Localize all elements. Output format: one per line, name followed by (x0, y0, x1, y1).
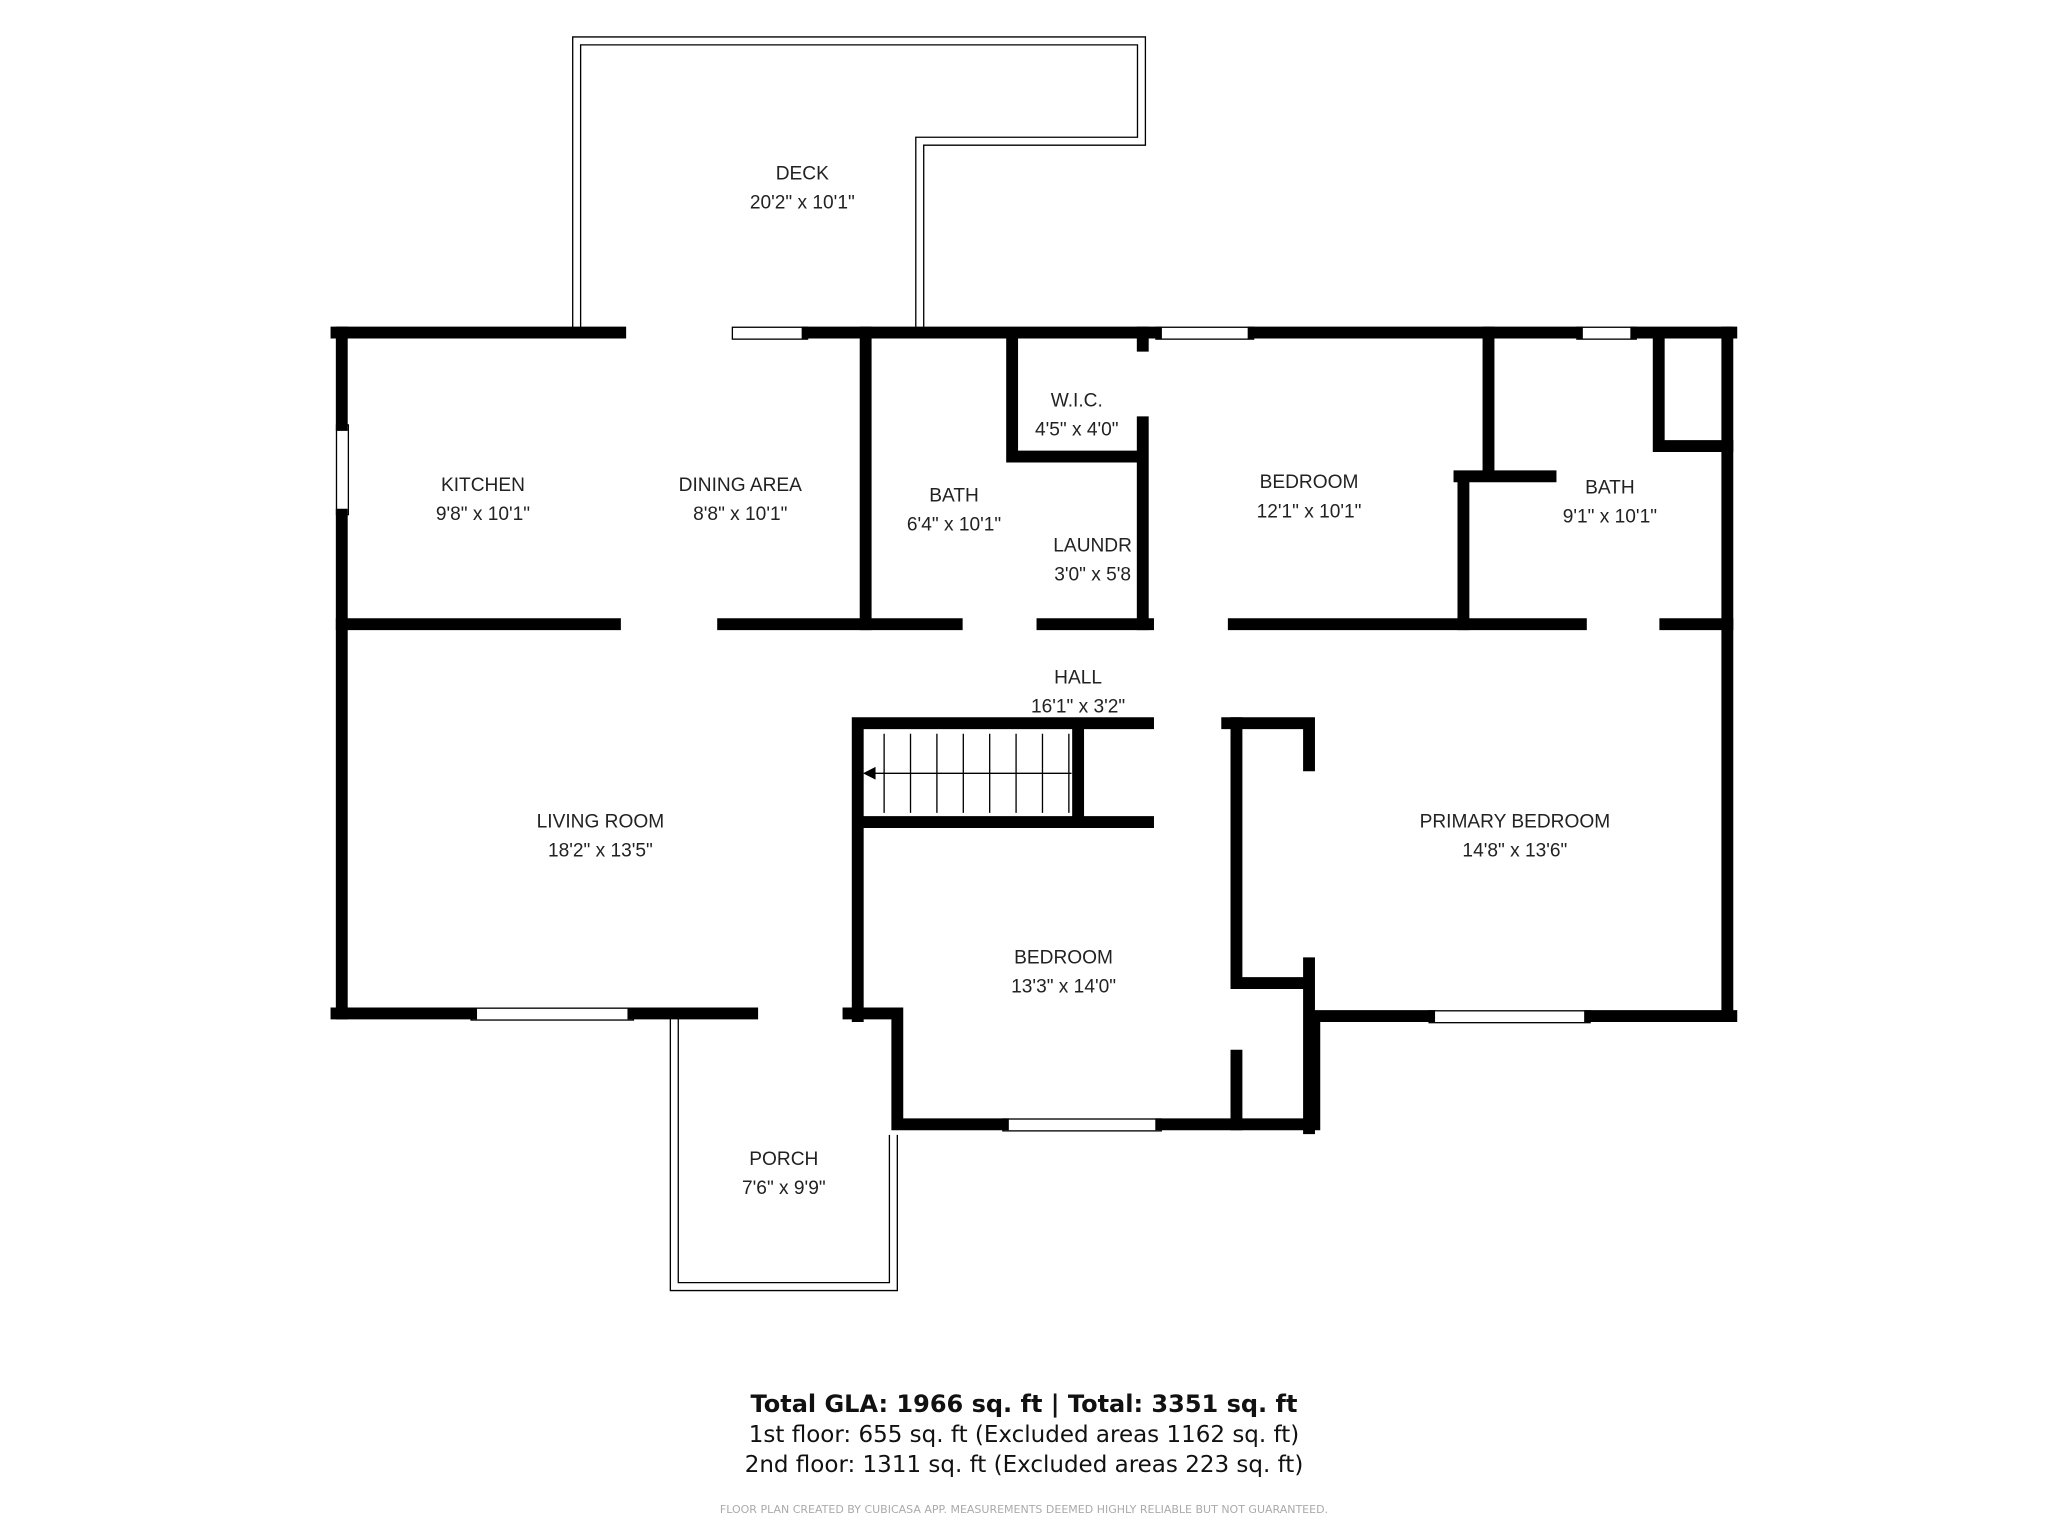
room-size: 8'8" x 10'1" (693, 504, 787, 525)
second-floor-area: 2nd floor: 1311 sq. ft (Excluded areas 2… (744, 1452, 1304, 1478)
windows (335, 326, 1637, 1132)
room-size: 14'8" x 13'6" (1462, 840, 1567, 861)
room-name: HALL (1054, 668, 1102, 689)
room-name: DINING AREA (679, 475, 803, 496)
room-size: 9'1" x 10'1" (1563, 507, 1657, 528)
stairs (862, 733, 1072, 813)
room-labels: DECK 20'2" x 10'1" KITCHEN 9'8" x 10'1" … (436, 163, 1657, 1199)
room-name: W.I.C. (1051, 390, 1103, 411)
room-name: KITCHEN (441, 475, 525, 496)
disclaimer: FLOOR PLAN CREATED BY CUBICASA APP. MEAS… (719, 1503, 1329, 1516)
room-size: 3'0" x 5'8 (1054, 565, 1131, 586)
room-size: 9'8" x 10'1" (436, 504, 530, 525)
total-area: Total GLA: 1966 sq. ft | Total: 3351 sq.… (750, 1390, 1298, 1418)
room-name: LAUNDR (1053, 536, 1132, 557)
room-size: 13'3" x 14'0" (1011, 976, 1116, 997)
room-size: 18'2" x 13'5" (548, 840, 653, 861)
room-name: DECK (776, 163, 829, 184)
room-size: 16'1" x 3'2" (1031, 697, 1125, 718)
room-name: BEDROOM (1014, 947, 1113, 968)
room-name: PORCH (749, 1149, 818, 1170)
room-name: BATH (929, 485, 979, 506)
walls (330, 326, 1738, 1135)
room-name: BATH (1585, 478, 1635, 499)
room-name: PRIMARY BEDROOM (1420, 811, 1611, 832)
porch-outline (669, 1018, 898, 1292)
room-name: BEDROOM (1260, 472, 1359, 493)
first-floor-area: 1st floor: 655 sq. ft (Excluded areas 11… (748, 1422, 1300, 1448)
room-size: 4'5" x 4'0" (1035, 419, 1119, 440)
room-size: 7'6" x 9'9" (742, 1178, 826, 1199)
room-size: 20'2" x 10'1" (750, 192, 855, 213)
room-size: 12'1" x 10'1" (1257, 501, 1362, 522)
room-name: LIVING ROOM (537, 811, 665, 832)
deck-outline (572, 36, 1147, 330)
room-size: 6'4" x 10'1" (907, 514, 1001, 535)
